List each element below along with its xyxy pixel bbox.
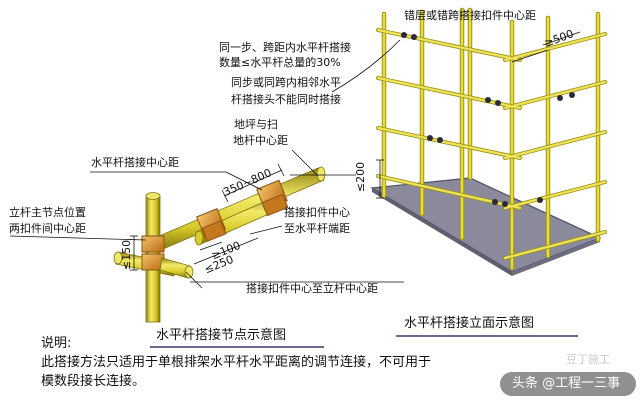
watermark-faint: 豆丁施工 — [566, 353, 610, 366]
note-title: 说明: — [41, 336, 72, 351]
dim-200-label: ≤200 — [354, 161, 368, 193]
node-coupler-upper — [141, 235, 165, 253]
stagger-center-label: 错层或错跨搭接扣件中心距 — [404, 9, 536, 22]
caption-elevation: 水平杆搭接立面示意图 — [404, 316, 535, 331]
node-position-line1: 立杆主节点位置 — [9, 206, 86, 219]
caption-underlines — [150, 335, 578, 348]
ground-distance-line1: 地坪与扫 — [234, 118, 278, 131]
lap-clamp-right — [256, 179, 289, 217]
caption-node-detail: 水平杆搭接节点示意图 — [156, 328, 287, 343]
note-line-1: 此搭接方法只适用于单根排架水平杆水平距离的调节连接，不可用于 — [41, 355, 432, 370]
ground-distance-line2: 地杆中心距 — [233, 134, 288, 147]
rule-text-line3: 同步或同跨内相邻水平 — [231, 76, 341, 89]
elevation-scaffold — [331, 7, 607, 276]
lap-center-label: 水平杆搭接中心距 — [91, 156, 179, 169]
watermark-pill — [500, 372, 636, 396]
lap-clamp-left — [196, 208, 227, 242]
rule-text-line1: 同一步、跨距内水平杆搭接 — [219, 41, 351, 54]
clamp-end-line1: 搭接扣件中心 — [284, 206, 350, 219]
dimension-lines — [9, 149, 404, 289]
clamp-end-line2: 至水平杆端距 — [284, 222, 350, 235]
node-detail — [9, 149, 404, 323]
rule-text-line2: 数量≤水平杆总量的30% — [219, 56, 341, 69]
clamp-to-pole-label: 搭接扣件中心至立杆中心距 — [246, 282, 378, 295]
lap-clamps — [401, 32, 575, 207]
dim-150-label: ≤150 — [120, 239, 134, 271]
note-line-2: 模数段接长连接。 — [41, 374, 146, 389]
watermark-account: 头条 @工程一三事 — [512, 376, 621, 391]
node-position-line2: 两扣件间中心距 — [9, 222, 86, 235]
rule-text-line4: 杆搭接头不能同时搭接 — [231, 93, 341, 106]
